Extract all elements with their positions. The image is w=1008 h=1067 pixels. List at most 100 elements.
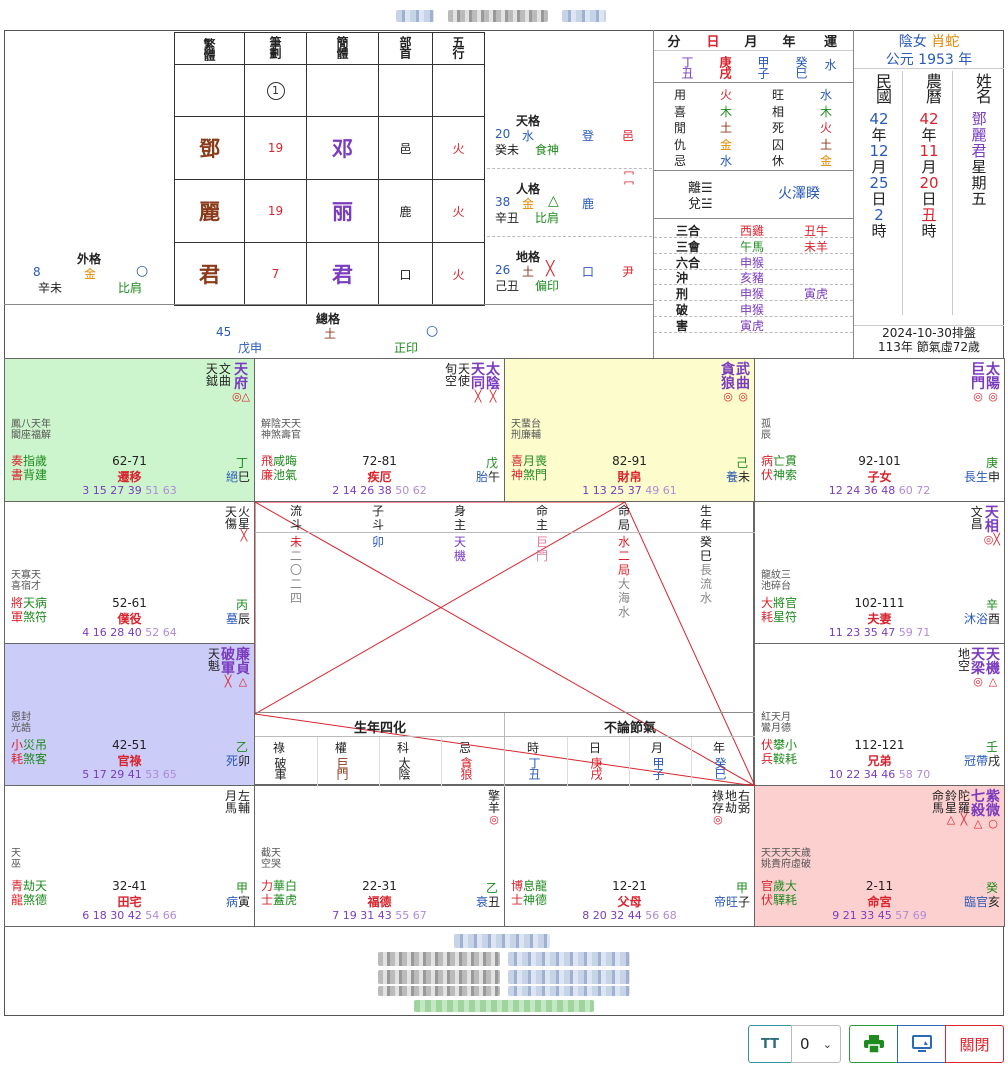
palace-ages: 11 23 35 47 59 71 — [828, 626, 931, 639]
star[interactable]: 太陰╳ — [486, 362, 500, 403]
pillars-values: 丁丑 庚戌 甲子 癸巳 水 — [654, 51, 853, 83]
star[interactable]: 旬空 — [444, 362, 457, 388]
decade-range: 102-111 — [854, 596, 905, 610]
date-char: 年 — [871, 126, 887, 144]
relation-label: 害 — [676, 318, 689, 333]
font-size-select[interactable]: 0 ⌄ — [791, 1025, 841, 1063]
radical-3: 口 — [378, 242, 433, 306]
chevron-down-icon: ⌄ — [822, 1037, 832, 1051]
decade-range: 12-21 — [612, 879, 647, 893]
palace-branch: 冠帶戌 — [963, 754, 1000, 768]
palace-stem: 丙 — [235, 598, 248, 612]
star[interactable]: 太陽◎ — [986, 362, 1000, 403]
star[interactable]: 陀羅╳ — [957, 789, 970, 826]
star[interactable]: 天梁◎ — [971, 647, 985, 688]
font-size-button[interactable]: TT — [748, 1025, 792, 1063]
palace-stem: 乙 — [235, 740, 248, 754]
palace-ages: 3 15 27 39 51 63 — [82, 484, 177, 497]
palace-stem: 甲 — [235, 881, 248, 895]
title-blur-2 — [448, 10, 548, 22]
star[interactable]: 命馬 — [931, 789, 944, 815]
star[interactable]: 擎羊◎ — [487, 789, 500, 826]
star[interactable]: 月馬 — [224, 789, 237, 815]
star[interactable]: 天使 — [457, 362, 470, 388]
minor-stars: 天天天天歲姚貴府虛破 — [761, 848, 811, 870]
star[interactable]: 破軍╳ — [221, 647, 235, 688]
star[interactable]: 文曲 — [218, 362, 231, 388]
palace-name: 夫妻 — [867, 612, 892, 626]
ren-grid: 人格 38 金 △ 辛丑 比肩 鹿 冖冖 — [495, 168, 635, 225]
palace-name: 官祿 — [117, 754, 142, 768]
footer-info-blur — [378, 934, 630, 1014]
gua-block: 離☰ 兌☱ 火澤睽 — [654, 171, 853, 219]
star[interactable]: 地劫 — [724, 789, 737, 815]
god-row-1: 喜 — [511, 454, 524, 468]
star[interactable]: 天魁 — [207, 647, 220, 673]
star[interactable]: 祿存◎ — [711, 789, 724, 826]
decade-range: 62-71 — [112, 454, 147, 468]
star[interactable]: 天同╳ — [471, 362, 485, 403]
display-button[interactable] — [897, 1025, 946, 1063]
god-row-2: 耗 — [761, 610, 774, 624]
star[interactable]: 貪狼◎ — [721, 362, 735, 403]
god-row-1: 博 — [511, 879, 524, 893]
star[interactable]: 七殺△ — [971, 789, 985, 830]
palace-ages: 9 21 33 45 57 69 — [832, 909, 927, 922]
star[interactable]: 巨門◎ — [971, 362, 985, 403]
star[interactable]: 武曲◎ — [736, 362, 750, 403]
star[interactable]: 右弼 — [737, 789, 750, 815]
star[interactable]: 地空 — [957, 647, 970, 673]
palace-stem: 辛 — [985, 598, 998, 612]
simp-char-2: 丽 — [306, 179, 379, 243]
star[interactable]: 天傷 — [224, 505, 237, 531]
center-col: 流斗未二〇二四 — [289, 504, 302, 605]
date-char: 君 — [971, 142, 987, 160]
minor-stars: 天巫 — [11, 848, 21, 870]
close-button[interactable]: 關閉 — [945, 1025, 1004, 1063]
minor-stars: 紅天月鸞月德 — [761, 712, 791, 734]
star[interactable]: 天機△ — [986, 647, 1000, 688]
palace-name: 遷移 — [117, 470, 142, 484]
jieqi-header: 時 — [527, 741, 540, 755]
simp-char-3: 君 — [306, 242, 379, 306]
print-button[interactable] — [849, 1025, 898, 1063]
star[interactable]: 文昌 — [970, 505, 983, 531]
palace-branch: 沐浴酉 — [963, 612, 1000, 626]
palace-stem: 庚 — [985, 456, 998, 470]
god-row-1: 病 — [761, 454, 774, 468]
decade-range: 82-91 — [612, 454, 647, 468]
date-char: 42 — [919, 110, 939, 128]
god-row-1: 官 — [761, 879, 774, 893]
star[interactable]: 火星╳ — [237, 505, 250, 542]
strength-cell: 水 — [820, 88, 833, 102]
star[interactable]: 天府◎△ — [231, 362, 250, 403]
center-panel: 流斗未二〇二四子斗卯身主天機命主巨門命局水二局大海水生年癸巳長流水 生年四化 不… — [254, 501, 755, 787]
strength-cell: 仇 — [674, 137, 687, 152]
star[interactable]: 廉貞△ — [236, 647, 250, 688]
star[interactable]: 天相◎╳ — [983, 505, 1000, 546]
sihua-value: 貪狼 — [459, 757, 473, 779]
page-header — [396, 9, 616, 23]
star[interactable]: 左輔 — [237, 789, 250, 815]
star[interactable]: 紫微○ — [986, 789, 1000, 830]
wuxing-3: 火 — [432, 242, 485, 306]
star[interactable]: 鈴星△ — [944, 789, 957, 826]
trad-char-2: 麗 — [174, 179, 245, 243]
zong-grid: 總格 45 土 ○ 戊申 正印 — [216, 312, 439, 355]
minor-stars: 解陰天天神煞壽官 — [261, 419, 301, 441]
god-row-1: 小 — [11, 738, 24, 752]
star[interactable]: 天鉞 — [205, 362, 218, 388]
relation-value: 亥豬 — [740, 271, 765, 286]
